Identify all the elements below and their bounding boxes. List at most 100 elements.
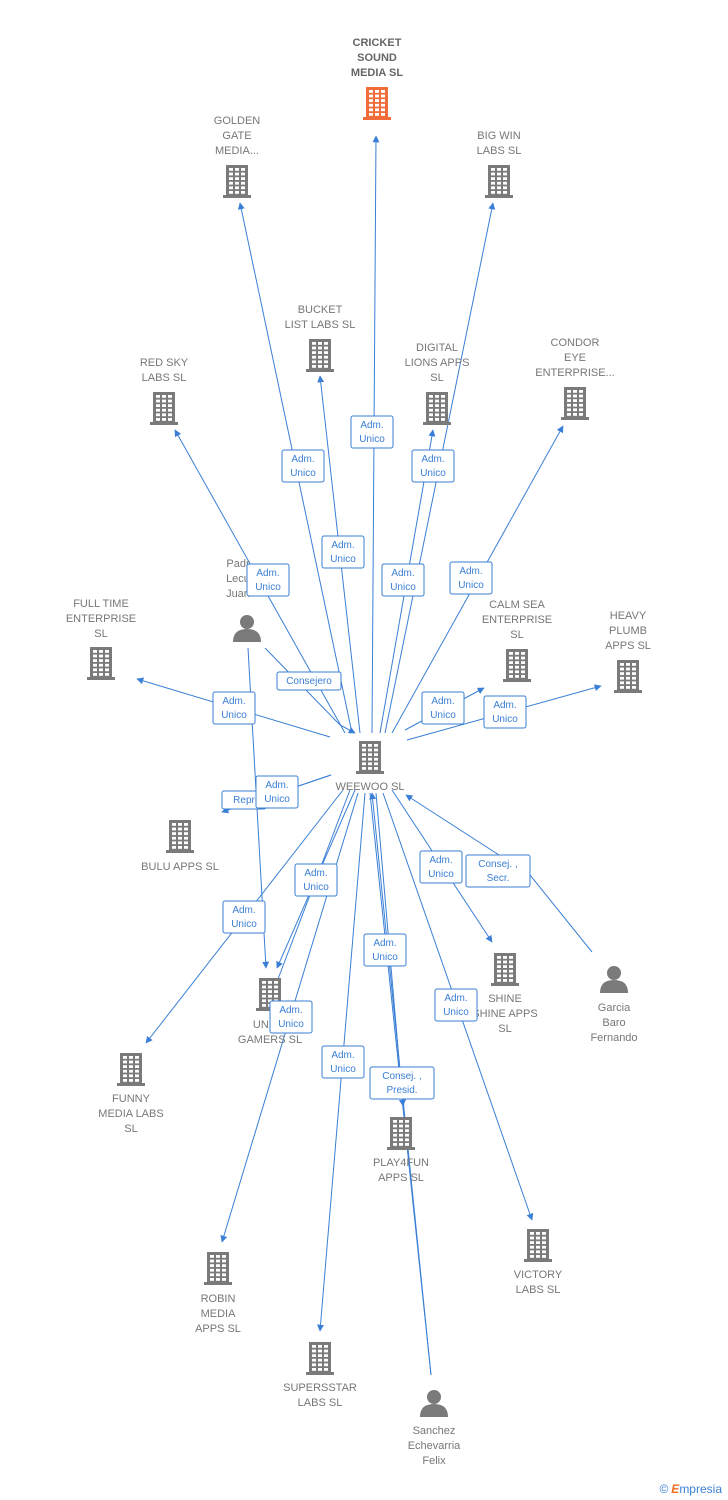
edge-labels-layer: Adm.UnicoAdm.UnicoAdm.UnicoAdm.UnicoAdm.… xyxy=(212,415,531,1100)
edge-label-weewoo-to-unlim[interactable]: Adm.Unico xyxy=(269,1000,313,1034)
node-label: RED SKY xyxy=(140,357,189,369)
edge-label-text: Unico xyxy=(330,554,356,565)
node-label: Fernando xyxy=(590,1032,637,1044)
node-weewoo[interactable]: WEEWOO SL xyxy=(335,741,405,793)
edge-label-weewoo-to-play4fun[interactable]: Adm.Unico xyxy=(363,933,407,967)
person-icon xyxy=(600,966,628,993)
edge-label-weewoo-to-supersstar[interactable]: Adm. Unico xyxy=(321,1045,365,1079)
building-icon xyxy=(306,1342,334,1375)
node-label: MEDIA xyxy=(201,1308,237,1320)
node-label: LABS SL xyxy=(477,145,522,157)
node-label: APPS SL xyxy=(378,1172,424,1184)
edge-label-text: Adm. xyxy=(373,938,396,949)
node-label: ENTERPRISE... xyxy=(535,367,614,379)
node-label: PLUMB xyxy=(609,625,647,637)
edge-label-weewoo-to-condor[interactable]: Adm.Unico xyxy=(449,561,493,595)
brand-watermark: ©Empresia xyxy=(659,1482,722,1496)
node-bigwin[interactable]: BIG WIN LABS SL xyxy=(477,130,522,198)
node-label: BIG WIN xyxy=(477,130,520,142)
node-label: CRICKET xyxy=(353,37,402,49)
edge-label-text: Unico xyxy=(330,1064,356,1075)
node-label: SOUND xyxy=(357,52,397,64)
edge-label-text: Consej. , xyxy=(478,859,517,870)
edge-label-garcia-to-weewoo[interactable]: Consej. ,Secr. xyxy=(465,854,531,888)
edge-label-text: Adm. xyxy=(493,700,516,711)
node-label: SL xyxy=(124,1123,137,1135)
edge-label-weewoo-to-golden[interactable]: Adm.Unico xyxy=(281,449,325,483)
node-label: SL xyxy=(94,628,107,640)
edge-label-text: Consej. , xyxy=(382,1071,421,1082)
node-label: ENTERPRISE xyxy=(482,614,552,626)
building-icon xyxy=(485,165,513,198)
node-play4fun[interactable]: PLAY4FUN APPS SL xyxy=(373,1117,429,1184)
node-condor[interactable]: CONDOREYEENTERPRISE... xyxy=(535,337,615,420)
node-label: FUNNY xyxy=(112,1093,151,1105)
edge-label-text: Adm. xyxy=(232,905,255,916)
building-icon xyxy=(204,1252,232,1285)
edge-label-text: Unico xyxy=(458,580,484,591)
node-label: GOLDEN xyxy=(214,115,261,127)
edge-label-text: Unico xyxy=(231,919,257,930)
edge-label-weewoo-to-funny[interactable]: Adm. Unico xyxy=(222,900,266,934)
node-label: SL xyxy=(498,1023,511,1035)
node-label: Echevarria xyxy=(408,1440,461,1452)
edge-label-weewoo-to-calmsea[interactable]: Adm.Unico xyxy=(421,691,465,725)
edge-label-weewoo-to-unlim[interactable]: Adm.Unico xyxy=(294,863,338,897)
edge-label-padre-to-weewoo[interactable]: Consejero xyxy=(276,671,342,691)
edge-label-text: Adm. xyxy=(429,855,452,866)
edge-label-weewoo-to-redsky[interactable]: Adm. Unico xyxy=(246,563,290,597)
edge-label-text: Unico xyxy=(443,1007,469,1018)
node-label: FULL TIME xyxy=(73,598,129,610)
edge-label-weewoo-to-bucket[interactable]: Adm.Unico xyxy=(321,535,365,569)
edge-label-weewoo-to-victory[interactable]: Adm.Unico xyxy=(434,988,478,1022)
edge-label-text: Unico xyxy=(264,794,290,805)
edge-label-text: Adm. xyxy=(291,454,314,465)
edge-label-weewoo-to-bigwin[interactable]: Adm.Unico xyxy=(411,449,455,483)
edge-label-text: Unico xyxy=(278,1019,304,1030)
edge-label-weewoo-to-fulltime[interactable]: Adm.Unico xyxy=(212,691,256,725)
edge-label-sanchez-to-play4fun[interactable]: Consej. , Presid. xyxy=(369,1066,435,1100)
building-icon xyxy=(614,660,642,693)
edge-label-text: Adm. xyxy=(256,568,279,579)
node-label: VICTORY xyxy=(514,1269,563,1281)
edge-label-weewoo-to-heavy[interactable]: Adm.Unico xyxy=(483,695,527,729)
edge-label-weewoo-to-cricket[interactable]: Adm.Unico xyxy=(350,415,394,449)
edge-label-weewoo-to-digital[interactable]: Adm.Unico xyxy=(381,563,425,597)
node-bulu[interactable]: BULU APPS SL xyxy=(141,820,219,873)
node-label: DIGITAL xyxy=(416,342,458,354)
edge-label-text: Presid. xyxy=(386,1085,417,1096)
edge-label-weewoo-to-shine[interactable]: Adm. Unico xyxy=(419,850,463,884)
node-label: PLAY4FUN xyxy=(373,1157,429,1169)
edge-label-weewoo-to-bulu[interactable]: Adm. Unico xyxy=(255,775,299,809)
edge-label-text: Adm. xyxy=(265,780,288,791)
edge-label-text: Unico xyxy=(420,468,446,479)
building-icon xyxy=(223,165,251,198)
building-icon xyxy=(561,387,589,420)
building-icon xyxy=(524,1229,552,1262)
building-icon xyxy=(423,392,451,425)
node-label: Lecu xyxy=(226,573,250,585)
node-golden[interactable]: GOLDENGATEMEDIA... xyxy=(214,115,261,198)
node-label: LABS SL xyxy=(298,1397,343,1409)
copyright-mark: © xyxy=(659,1482,669,1496)
edge-label-text: Unico xyxy=(255,582,281,593)
edge-label-text: Unico xyxy=(428,869,454,880)
edge-label-text: Adm. xyxy=(360,420,383,431)
node-label: APPS SL xyxy=(605,640,651,652)
edge-label-text: Adm. xyxy=(331,1050,354,1061)
